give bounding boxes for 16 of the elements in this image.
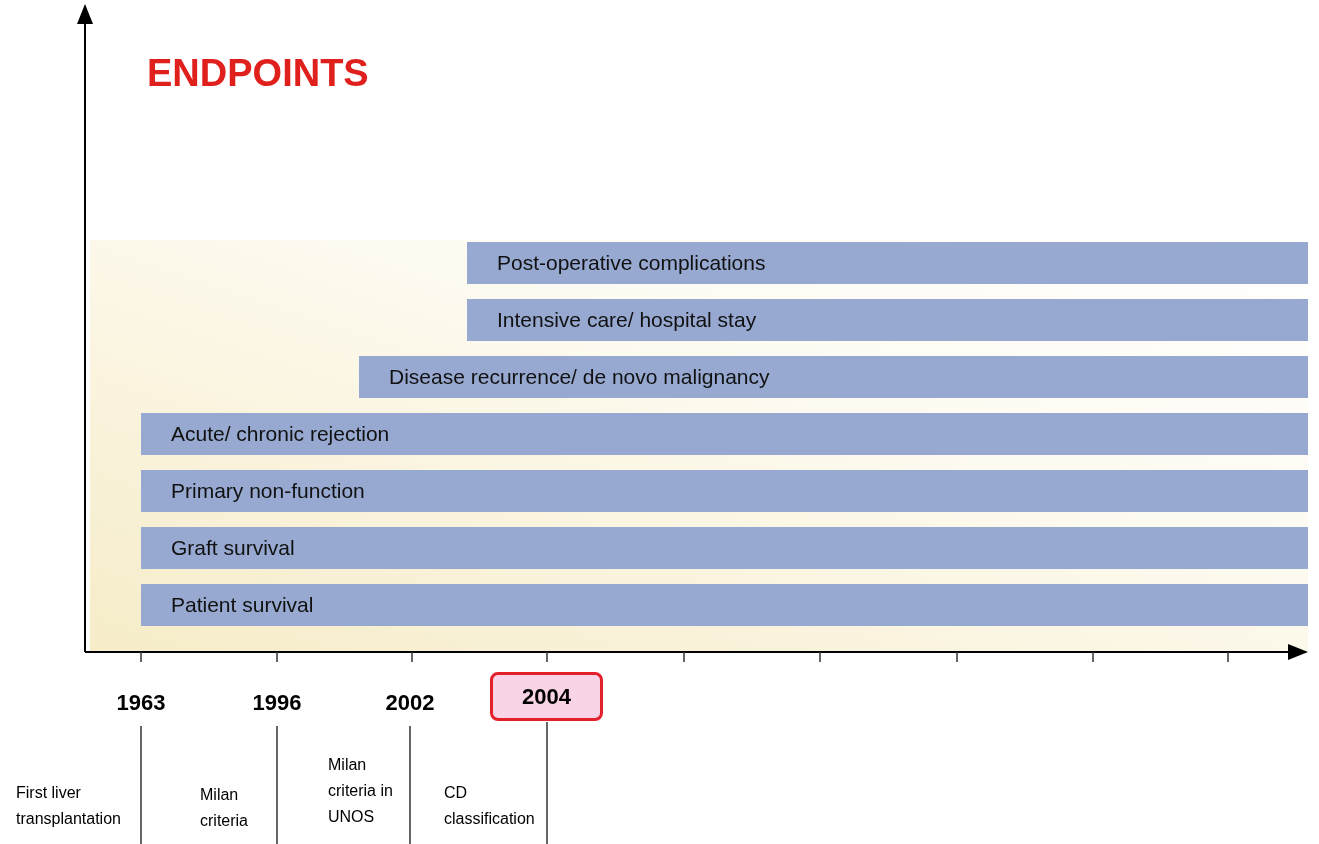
timeline-bar: Patient survival	[141, 584, 1308, 626]
event-label: Milan criteria in UNOS	[328, 755, 394, 827]
event-label: Milan criteria	[200, 785, 249, 831]
event-label: CD classification	[444, 783, 536, 829]
timeline-bar: Graft survival	[141, 527, 1308, 569]
event-label: First liver transplantation	[16, 783, 122, 829]
year-label: 1963	[115, 690, 167, 716]
timeline-bar: Primary non-function	[141, 470, 1308, 512]
timeline-bar: Post-operative complications	[467, 242, 1308, 284]
timeline-bar: Disease recurrence/ de novo malignancy	[359, 356, 1308, 398]
chart-title: ENDPOINTS	[147, 52, 369, 95]
timeline-bar: Intensive care/ hospital stay	[467, 299, 1308, 341]
timeline-bar: Acute/ chronic rejection	[141, 413, 1308, 455]
highlighted-year: 2004	[490, 672, 603, 721]
year-label: 2002	[384, 690, 436, 716]
year-label: 1996	[251, 690, 303, 716]
